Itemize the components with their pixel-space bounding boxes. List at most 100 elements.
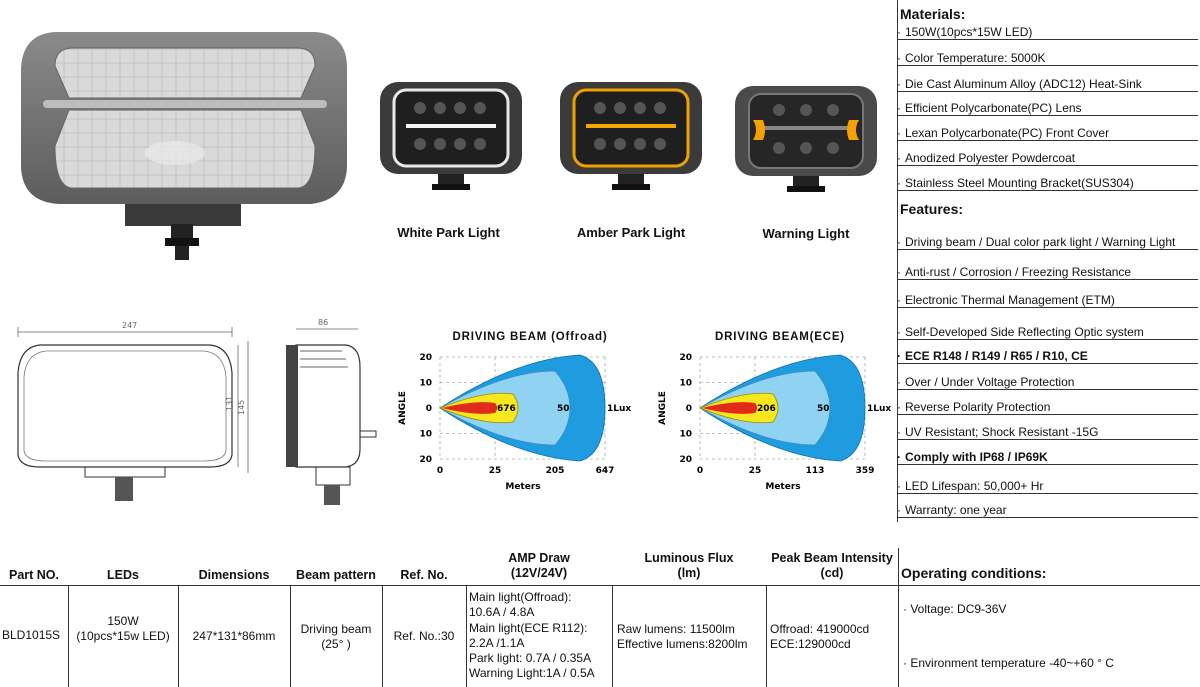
col-rule [898, 548, 899, 687]
header-amp-draw-line1: AMP Draw [508, 551, 570, 565]
y-tick-label: 10 [679, 430, 692, 440]
cell-luminous-flux: Raw lumens: 11500lm Effective lumens:820… [617, 622, 767, 652]
header-peak-beam-line1: Peak Beam Intensity [771, 551, 893, 565]
feature-item: ·Electronic Thermal Management (ETM) [897, 293, 1198, 308]
cell-leds: 150W (10pcs*15w LED) [68, 614, 178, 644]
zone-label-1lux: 1Lux [867, 404, 891, 414]
y-tick-label: 20 [679, 455, 692, 465]
zone-label-hot: 676 [497, 404, 516, 414]
y-tick-label: 0 [686, 404, 692, 414]
header-luminous-flux: Luminous Flux (lm) [612, 551, 766, 581]
height-dimension-inner: 131 [225, 396, 234, 411]
col-rule [68, 585, 69, 687]
col-rule [382, 585, 383, 687]
warning-light-photo [735, 86, 877, 192]
caption-amber-park-light: Amber Park Light [576, 225, 686, 240]
feature-item: ·UV Resistant; Shock Resistant -15G [897, 425, 1198, 440]
chart-title-ece: DRIVING BEAM(ECE) [715, 331, 845, 343]
beam-zone-hot [442, 402, 497, 414]
feature-item: ·Comply with IP68 / IP69K [897, 450, 1198, 465]
zone-label-50: 50 [817, 404, 830, 414]
material-item: ·Efficient Polycarbonate(PC) Lens [897, 101, 1198, 116]
beam-zone-hot [702, 402, 757, 414]
materials-heading: Materials: [900, 6, 966, 22]
x-tick-label: 359 [856, 466, 875, 476]
features-heading: Features: [900, 201, 964, 217]
col-rule [466, 585, 467, 687]
header-amp-draw: AMP Draw (12V/24V) [466, 551, 612, 581]
header-operating-conditions: Operating conditions: [901, 565, 1047, 581]
col-rule [290, 585, 291, 687]
header-peak-beam-line2: (cd) [820, 566, 844, 580]
white-park-light-photo [380, 82, 522, 190]
x-tick-label: 205 [546, 466, 565, 476]
cell-leds-line2: (10pcs*15w LED) [76, 629, 170, 643]
col-rule [612, 585, 613, 687]
header-amp-draw-line2: (12V/24V) [510, 566, 568, 580]
caption-warning-light: Warning Light [762, 226, 850, 241]
amber-park-light-photo [560, 82, 702, 190]
cell-amp-line: Main light(Offroad): [469, 590, 572, 604]
header-leds: LEDs [107, 568, 139, 582]
cell-environment-temperature: · Environment temperature -40~+60 ° C [903, 656, 1114, 670]
table-header-rule [0, 585, 1200, 586]
cell-amp-line: Main light(ECE R112): [469, 620, 588, 635]
cell-part-no: BLD1015S [2, 628, 61, 642]
x-axis-label: Meters [505, 482, 540, 492]
y-tick-label: 20 [419, 353, 432, 363]
y-tick-label: 0 [426, 404, 432, 414]
cell-voltage: · Voltage: DC9-36V [903, 602, 1007, 616]
x-tick-label: 113 [806, 466, 825, 476]
col-rule [766, 585, 767, 687]
cell-flux-effective: Effective lumens:8200lm [617, 637, 748, 651]
header-luminous-flux-line1: Luminous Flux [644, 551, 734, 565]
spec-panel: Materials: ·150W(10pcs*15W LED) ·Color T… [897, 0, 1200, 545]
header-peak-beam: Peak Beam Intensity (cd) [766, 551, 898, 581]
x-tick-label: 25 [489, 466, 502, 476]
header-dimensions: Dimensions [198, 568, 270, 582]
x-tick-label: 25 [749, 466, 762, 476]
feature-item: ·ECE R148 / R149 / R65 / R10, CE [897, 349, 1198, 364]
feature-item: ·Over / Under Voltage Protection [897, 375, 1198, 390]
header-part-no: Part NO. [8, 568, 59, 582]
cell-amp-draw: Main light(Offroad): 10.6A / 4.8A Main l… [469, 590, 611, 682]
y-tick-label: 20 [679, 353, 692, 363]
feature-item: ·LED Lifespan: 50,000+ Hr [897, 479, 1198, 494]
y-tick-label: 20 [419, 455, 432, 465]
cell-beam-pattern: Driving beam (25° ) [290, 622, 382, 652]
depth-dimension: 86 [318, 318, 328, 327]
spec-panel-rule [897, 0, 898, 522]
cell-leds-line1: 150W [107, 614, 139, 628]
x-axis-label: Meters [765, 482, 800, 492]
y-tick-label: 10 [419, 379, 432, 389]
cell-peak-offroad: Offroad: 419000cd [770, 622, 870, 636]
cell-beam-pattern-line1: Driving beam [300, 622, 372, 636]
col-rule [178, 585, 179, 687]
feature-item: ·Anti-rust / Corrosion / Freezing Resist… [897, 265, 1198, 280]
material-item: ·Color Temperature: 5000K [897, 51, 1198, 66]
cell-beam-pattern-line2: (25° ) [321, 637, 351, 651]
y-axis-label: ANGLE [398, 391, 408, 425]
cell-amp-line: Park light: 0.7A / 0.35A [469, 651, 592, 666]
y-axis-label: ANGLE [658, 391, 668, 425]
cell-ref-no: Ref. No.:30 [393, 629, 455, 643]
header-beam-pattern: Beam pattern [296, 568, 376, 582]
header-ref-no: Ref. No. [400, 568, 448, 582]
caption-white-park-light: White Park Light [397, 225, 500, 240]
material-item: ·Die Cast Aluminum Alloy (ADC12) Heat-Si… [897, 77, 1198, 92]
zone-label-hot: 206 [757, 404, 776, 414]
width-dimension: 247 [122, 321, 137, 330]
cell-peak-ece: ECE:129000cd [770, 637, 851, 651]
cell-peak-beam: Offroad: 419000cd ECE:129000cd [770, 622, 898, 652]
material-item: ·Lexan Polycarbonate(PC) Front Cover [897, 126, 1198, 141]
feature-item: ·Driving beam / Dual color park light / … [897, 235, 1198, 250]
chart-title-offroad: DRIVING BEAM (Offroad) [452, 331, 608, 343]
front-technical-drawing: 247 131 145 [17, 321, 249, 501]
main-product-photo [21, 32, 347, 260]
cell-amp-line: 2.2A /1.1A [469, 635, 525, 650]
x-tick-label: 647 [596, 466, 615, 476]
spec-table: Part NO. LEDs Dimensions Beam pattern Re… [0, 548, 1200, 687]
header-luminous-flux-line2: (lm) [677, 566, 701, 580]
